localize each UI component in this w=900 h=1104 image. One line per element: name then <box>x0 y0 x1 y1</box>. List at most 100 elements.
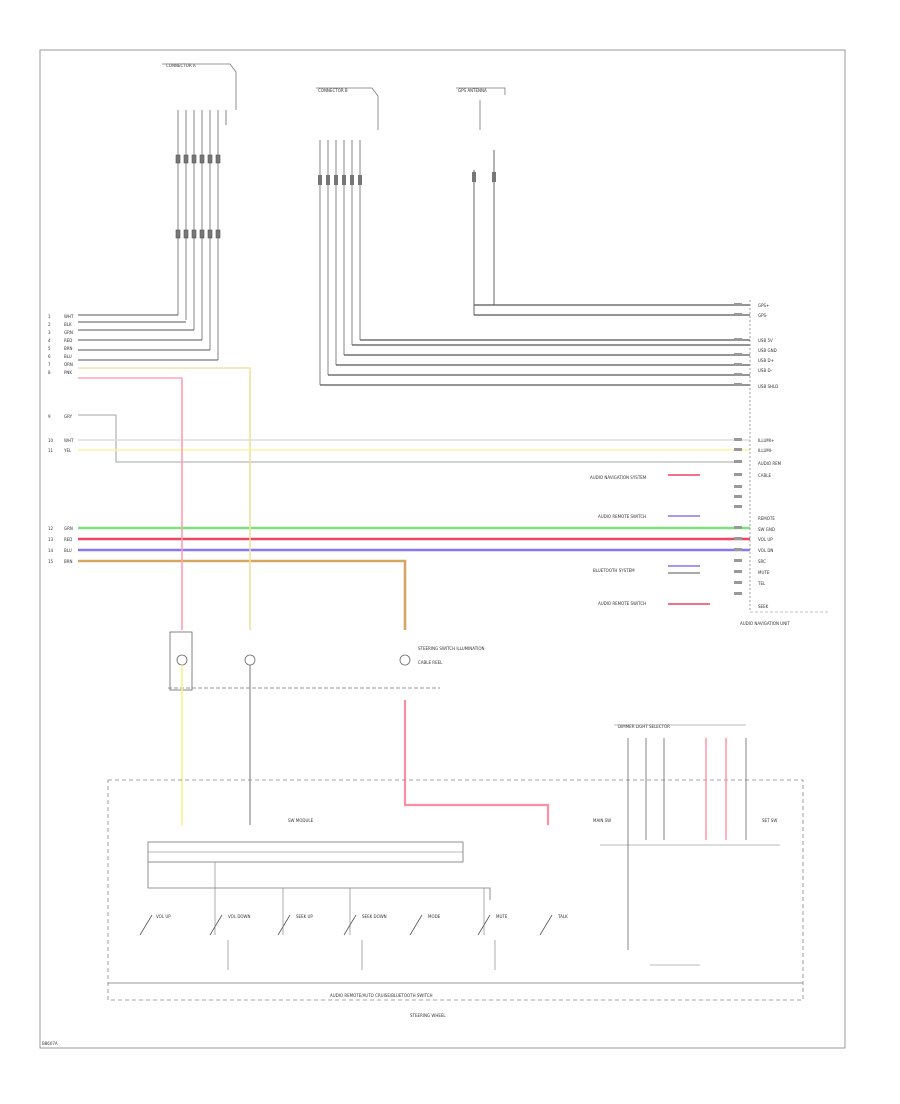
switch-box: AUDIO REMOTE/AUTO CRUISE/BLUETOOTH SWITC… <box>107 779 804 1018</box>
left-wire-label-15: BRN <box>64 559 73 564</box>
left-pin-13: 13 <box>48 537 54 542</box>
terminal-3: USB 5V <box>758 338 773 343</box>
pink-drop <box>403 700 550 825</box>
sw-module-label: SW MODULE <box>288 818 314 823</box>
left-pin-14: 14 <box>48 548 54 553</box>
cruise-cluster-label: DIMMER LIGHT SELECTOR <box>618 724 670 729</box>
switch-4-label: SEEK DOWN <box>362 914 387 919</box>
switch-1-label: VOL UP <box>156 914 171 919</box>
page-code: B8607A <box>42 1041 58 1046</box>
connector-a-label: CONNECTOR A <box>166 63 196 68</box>
side-note-2: AUDIO REMOTE SWITCH <box>598 514 646 519</box>
terminal-9: ILLUMI- <box>758 448 773 453</box>
terminal-1: GPS+ <box>758 303 769 308</box>
switch-5: MODE <box>409 914 441 936</box>
terminal-17: MUTE <box>758 570 770 575</box>
switch-row: VOL UP VOL DOWN SEEK UP SEEK DOWN MODE M… <box>139 862 568 970</box>
terminal-13: SW GND <box>758 527 775 532</box>
clock-spring: STEERING SWITCH ILLUMINATION CABLE REEL <box>168 631 485 691</box>
wire-gry <box>78 414 740 463</box>
cruise-set-label: SET SW <box>762 818 777 823</box>
switch-7: TALK <box>539 914 568 936</box>
cruise-cluster: DIMMER LIGHT SELECTOR MAIN SW SET SW <box>593 724 780 966</box>
switch-6: MUTE <box>477 914 508 936</box>
terminal-16: SRC <box>758 559 766 564</box>
switch-7-label: TALK <box>557 914 568 919</box>
side-note-4: AUDIO REMOTE SWITCH <box>598 601 646 606</box>
switch-box-title: AUDIO REMOTE/AUTO CRUISE/BLUETOOTH SWITC… <box>330 993 433 998</box>
left-pin-6: 6 <box>48 354 51 359</box>
left-dark-wires <box>78 314 218 361</box>
switch-6-label: MUTE <box>496 914 508 919</box>
left-wire-label-12: GRN <box>64 526 73 531</box>
left-wire-label-7: ORN <box>64 362 73 367</box>
terminal-18: TEL <box>757 581 766 586</box>
switch-3-label: SEEK UP <box>296 914 313 919</box>
left-pin-9: 9 <box>48 414 51 419</box>
left-wire-label-6: BLU <box>64 354 72 359</box>
terminal-8: ILLUMI+ <box>758 438 774 443</box>
switch-4: SEEK DOWN <box>343 914 387 936</box>
bottom-caption: STEERING WHEEL <box>410 1013 446 1018</box>
terminal-15: VOL DN <box>758 548 773 553</box>
terminal-14: VOL UP <box>758 537 773 542</box>
terminal-2: GPS- <box>758 313 768 318</box>
terminal-10: AUDIO REM <box>758 461 782 466</box>
left-pin-4: 4 <box>48 338 51 343</box>
left-wire-label-1: WHT <box>64 314 74 319</box>
switch-1: VOL UP <box>139 914 171 936</box>
right-side-notes: AUDIO NAVIGATION SYSTEM AUDIO REMOTE SWI… <box>590 474 710 606</box>
left-pin-5: 5 <box>48 346 51 351</box>
left-pin-2: 2 <box>48 322 51 327</box>
cruise-main-label: MAIN SW <box>593 818 611 823</box>
left-pin-15: 15 <box>48 559 54 564</box>
terminal-4: USB GND <box>758 348 777 353</box>
left-wire-label-11: YEL <box>63 448 72 453</box>
side-note-1: AUDIO NAVIGATION SYSTEM <box>590 475 647 480</box>
gps-antenna: GPS ANTENNA <box>456 87 750 316</box>
connector-a: CONNECTOR A <box>162 63 237 360</box>
connector-b: CONNECTOR B <box>316 87 379 385</box>
outer-frame <box>39 49 846 1049</box>
left-wire-label-9: GRY <box>64 414 73 419</box>
audio-nav-unit: AUDIO NAVIGATION UNIT GPS+ GPS- USB 5V U… <box>734 300 830 626</box>
left-wire-labels: WHT BLK GRN RED BRN BLU ORN PNK GRY WHT … <box>63 314 74 564</box>
terminal-19: SEEK <box>758 604 769 609</box>
left-pin-12: 12 <box>48 526 54 531</box>
left-wire-label-4: RED <box>64 338 72 343</box>
left-pin-3: 3 <box>48 330 51 335</box>
left-pin-1: 1 <box>48 314 51 319</box>
wire-pnk <box>78 377 183 630</box>
left-pin-11: 11 <box>48 448 54 453</box>
gps-antenna-label: GPS ANTENNA <box>458 88 487 93</box>
terminal-7: USB SHLD <box>758 384 778 389</box>
left-pin-10: 10 <box>48 438 54 443</box>
left-wire-label-14: BLU <box>64 548 72 553</box>
left-wire-label-8: PNK <box>64 370 72 375</box>
connector-b-label: CONNECTOR B <box>318 88 348 93</box>
switch-2: VOL DOWN <box>209 914 251 936</box>
connector-b-wires <box>320 339 750 386</box>
left-wire-label-10: WHT <box>64 438 74 443</box>
switch-3: SEEK UP <box>277 914 313 936</box>
terminal-11: CABLE <box>758 473 772 478</box>
left-wire-label-3: GRN <box>64 330 73 335</box>
terminal-5: USB D+ <box>758 358 774 363</box>
left-wire-label-2: BLK <box>64 322 72 327</box>
switch-5-label: MODE <box>428 914 441 919</box>
left-wire-label-13: RED <box>64 537 72 542</box>
left-pin-8: 8 <box>48 370 51 375</box>
terminal-6: USB D- <box>758 368 773 373</box>
left-wire-label-5: BRN <box>64 346 73 351</box>
switch-2-label: VOL DOWN <box>228 914 251 919</box>
left-pin-7: 7 <box>48 362 51 367</box>
left-pin-column: 1 2 3 4 5 6 7 8 9 10 11 12 13 14 15 <box>48 314 54 564</box>
clock-spring-label: CABLE REEL <box>418 660 443 665</box>
bulb-label: STEERING SWITCH ILLUMINATION <box>418 646 485 651</box>
wire-orn <box>78 367 251 630</box>
wire-brn <box>78 559 407 630</box>
terminal-12: REMOTE <box>758 516 775 521</box>
side-note-3: BLUETOOTH SYSTEM <box>593 568 635 573</box>
